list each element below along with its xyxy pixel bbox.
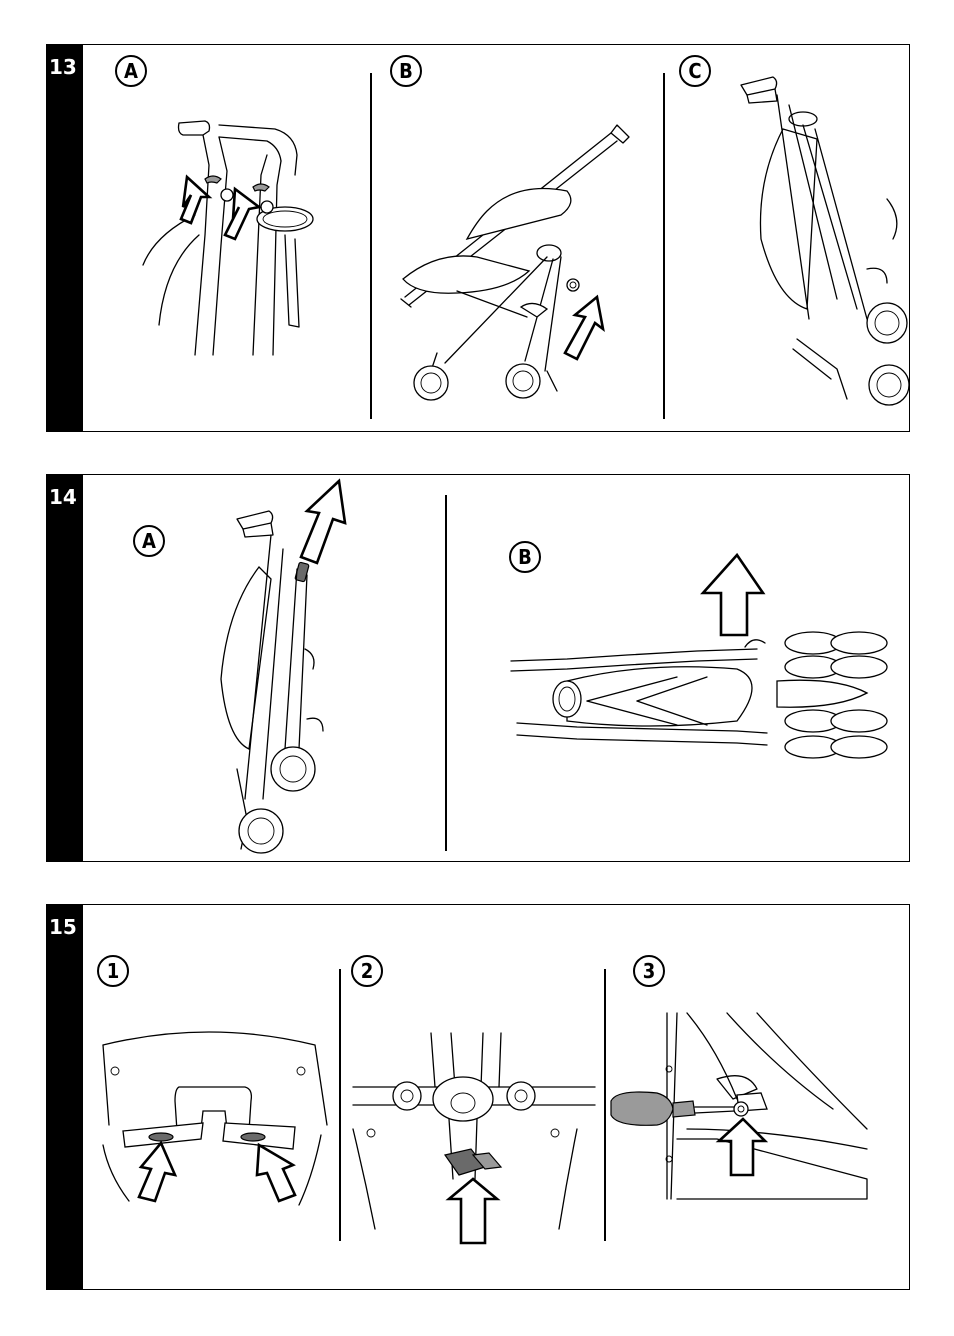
screwdriver-wheel-removal-illustration (607, 1009, 911, 1209)
seat-buckle-release-illustration (99, 1025, 339, 1225)
divider (370, 73, 372, 419)
divider (663, 73, 665, 419)
step-13-panel: 13 A B C (46, 44, 910, 432)
stroller-folded-illustration (737, 69, 907, 409)
step-14-panel: 14 A B (46, 474, 910, 862)
folded-stroller-lift-illustration (187, 479, 387, 859)
step-15-panel: 15 1 2 3 (46, 904, 910, 1290)
substep-label-a: A (133, 525, 165, 557)
substep-label-2: 2 (351, 955, 383, 987)
divider (339, 969, 341, 1241)
folded-stroller-top-view-illustration (507, 551, 887, 781)
step-number: 15 (49, 915, 77, 939)
divider (445, 495, 447, 851)
substep-label-3: 3 (633, 955, 665, 987)
crotch-strap-buckle-illustration (345, 1029, 605, 1249)
step-number: 14 (49, 485, 77, 509)
substep-label-1: 1 (97, 955, 129, 987)
substep-label-c: C (679, 55, 711, 87)
step-number-bar: 14 (47, 475, 83, 861)
handle-buttons-illustration (135, 115, 335, 365)
step-number: 13 (49, 55, 77, 79)
stroller-release-illustration (397, 121, 657, 411)
substep-label-a: A (115, 55, 147, 87)
substep-label-b: B (390, 55, 422, 87)
step-number-bar: 13 (47, 45, 83, 431)
step-number-bar: 15 (47, 905, 83, 1289)
